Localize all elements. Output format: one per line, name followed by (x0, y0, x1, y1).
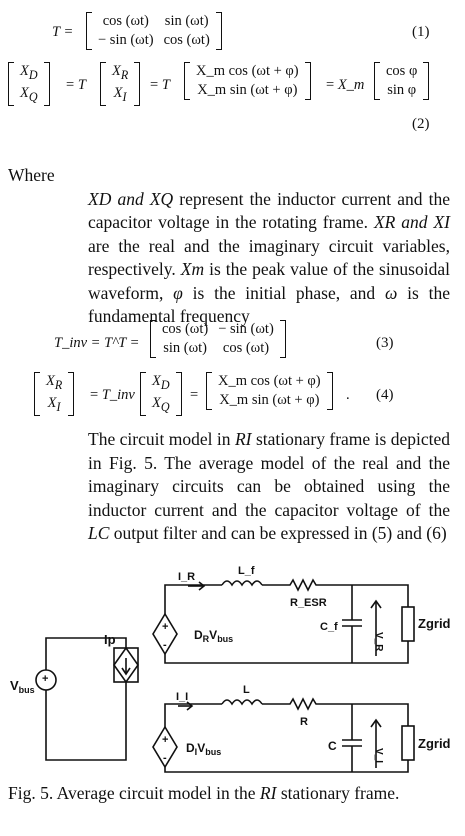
real-circuit (152, 578, 415, 664)
zgrid-imag-label: Zgrid (418, 736, 451, 751)
eq1-lhs: T = (52, 24, 74, 40)
divbus-label: DIVbus (186, 741, 221, 757)
eq4-eq-tinv: = T_inv (90, 387, 135, 403)
paragraph-definitions: XD and XQ represent the inductor current… (88, 188, 450, 327)
paragraph-circuit-model: The circuit model in RI stationary frame… (8, 428, 450, 546)
where-label: Where (8, 165, 55, 185)
vi-label: V_I (373, 748, 384, 763)
dc-source-circuit (35, 637, 139, 761)
eq2-eq-t2: = T (150, 77, 170, 93)
eq2-eq-t: = T (66, 77, 86, 93)
figure-caption: Fig. 5. Average circuit model in the RI … (8, 783, 400, 803)
eq4-vector-xm: X_m cos (ωt + φ)X_m sin (ωt + φ) (206, 372, 333, 410)
lf-label: L_f (238, 565, 255, 577)
ii-label: I_I (176, 691, 188, 703)
c-label: C (328, 739, 337, 753)
imaginary-circuit (152, 697, 415, 773)
eq2-vector-dq: XD XQ (8, 62, 50, 106)
eq3-number: (3) (376, 335, 394, 351)
cf-label: C_f (320, 621, 338, 633)
ir-label: I_R (178, 571, 195, 583)
paragraph-circuit-text: The circuit model in RI stationary frame… (88, 429, 450, 543)
circuit-diagram: + Vbus Ip + - I_R L_f R_ESR C_f V_R Zgri… (10, 565, 451, 773)
vbus-plus: + (42, 673, 48, 685)
eq4-vector-ri: XR XI (34, 372, 75, 416)
drvbus-label: DRVbus (194, 628, 233, 644)
paragraph-where: Where XD and XQ represent the inductor c… (8, 164, 450, 329)
vr-label: V_R (373, 632, 384, 652)
ip-label: Ip (104, 632, 116, 647)
eq1-number: (1) (412, 24, 430, 40)
imag-source-minus: - (163, 752, 167, 764)
eq4-number: (4) (376, 387, 394, 403)
eq3-lhs: T_inv = T^T = (54, 335, 140, 351)
real-source-minus: - (163, 639, 167, 651)
r-label: R (300, 716, 308, 728)
zgrid-real-label: Zgrid (418, 616, 451, 631)
eq1-matrix: cos (ωt)sin (ωt) − sin (ωt)cos (ωt) (86, 12, 222, 50)
eq3-matrix: cos (ωt)− sin (ωt) sin (ωt)cos (ωt) (150, 320, 286, 358)
l-label: L (243, 684, 250, 696)
real-source-plus: + (162, 621, 168, 633)
imag-source-plus: + (162, 734, 168, 746)
eq2-number: (2) (412, 116, 430, 132)
eq4-eq: = (190, 387, 199, 403)
vbus-label: Vbus (10, 678, 35, 695)
eq2-eq-xm: = X_m (326, 77, 365, 93)
eq4-vector-dq: XD XQ (140, 372, 182, 416)
eq2-vector-xm: X_m cos (ωt + φ)X_m sin (ωt + φ) (184, 62, 311, 100)
resr-label: R_ESR (290, 597, 327, 609)
eq2-vector-ri: XR XI (100, 62, 141, 106)
